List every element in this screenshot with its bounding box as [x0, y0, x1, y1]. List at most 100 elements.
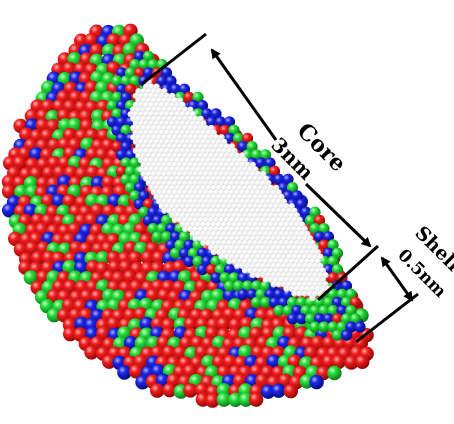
cut-atom-green: [160, 231, 173, 243]
core-atom-white: [145, 106, 152, 113]
core-atom-white: [145, 115, 152, 122]
core-atom-white: [299, 258, 306, 265]
core-atom-white: [176, 134, 184, 141]
core-atom-white: [205, 230, 212, 237]
core-atom-white: [150, 170, 158, 178]
core-atom-white: [286, 235, 293, 242]
core-atom-white: [150, 134, 158, 141]
core-atom-white: [187, 106, 194, 113]
shell-atom-green: [228, 392, 243, 407]
core-atom-white: [296, 290, 303, 297]
core-atom-white: [171, 216, 178, 224]
cut-atom-blue: [201, 108, 213, 120]
core-atom-white: [291, 253, 298, 260]
core-atom-white: [161, 152, 168, 159]
core-atom-white: [158, 147, 165, 155]
core-atom-white: [213, 244, 220, 251]
core-atom-white: [213, 152, 220, 159]
core-atom-white: [270, 226, 277, 233]
core-atom-white: [197, 180, 204, 187]
core-atom-white: [236, 230, 243, 237]
cut-atom-red: [205, 264, 218, 276]
core-atom-white: [226, 157, 233, 164]
core-atom-white: [213, 226, 220, 233]
core-atom-white: [166, 106, 173, 113]
cut-atom-green: [336, 321, 348, 333]
core-atom-white: [262, 249, 269, 256]
core-atom-white: [200, 147, 207, 155]
core-atom-white: [182, 143, 189, 150]
core-atom-white: [174, 212, 181, 219]
core-atom-white: [249, 262, 256, 270]
core-atom-white: [317, 281, 324, 288]
core-atom-white: [161, 143, 168, 150]
core-atom-white: [137, 111, 145, 118]
shell-atom-blue: [117, 365, 132, 380]
cut-atom-blue: [183, 239, 195, 251]
core-atom-white: [166, 143, 173, 150]
core-atom-white: [312, 253, 319, 260]
core-atom-white: [200, 239, 207, 247]
core-atom-white: [254, 207, 262, 214]
core-atom-white: [215, 175, 223, 182]
core-atom-white: [166, 115, 173, 122]
core-atom-white: [226, 175, 233, 182]
core-atom-white: [309, 239, 316, 247]
core-atom-white: [130, 106, 137, 113]
core-atom-white: [137, 147, 145, 155]
cut-atom-blue: [115, 132, 128, 144]
core-atom-white: [187, 216, 194, 224]
core-atom-white: [286, 216, 293, 224]
core-atom-white: [156, 124, 163, 132]
core-atom-white: [293, 239, 301, 247]
core-atom-white: [210, 157, 217, 164]
core-atom-white: [286, 281, 293, 288]
core-atom-white: [156, 189, 163, 196]
core-atom-white: [210, 212, 217, 219]
core-atom-white: [202, 189, 210, 196]
core-atom-white: [260, 262, 267, 270]
core-atom-white: [241, 203, 249, 210]
core-atom-white: [262, 258, 269, 265]
core-atom-white: [210, 203, 217, 210]
core-atom-white: [161, 207, 168, 214]
core-atom-white: [223, 235, 230, 242]
core-atom-white: [197, 189, 204, 196]
core-atom-white: [169, 147, 176, 155]
cut-atom-blue: [133, 182, 146, 194]
core-atom-white: [244, 235, 251, 242]
core-atom-white: [241, 221, 249, 228]
cut-atom-red: [183, 91, 195, 103]
core-atom-white: [257, 175, 264, 182]
core-atom-white: [239, 152, 246, 159]
core-atom-white: [270, 244, 277, 251]
core-atom-white: [192, 226, 199, 233]
core-atom-white: [174, 166, 181, 173]
core-atom-white: [309, 267, 316, 274]
core-atom-white: [296, 262, 303, 270]
core-atom-white: [161, 170, 168, 178]
cut-atom-blue: [205, 116, 218, 128]
core-atom-white: [322, 281, 329, 288]
core-atom-white: [192, 198, 199, 205]
core-atom-white: [153, 83, 160, 90]
cut-atom-blue: [178, 83, 191, 95]
cut-atom-blue: [210, 272, 222, 284]
core-atom-white: [192, 207, 199, 214]
shell-atom-green: [238, 392, 254, 407]
core-atom-white: [296, 281, 303, 288]
core-atom-white: [205, 138, 212, 145]
core-atom-white: [163, 101, 171, 109]
core-atom-white: [312, 290, 319, 297]
core-atom-white: [137, 120, 145, 127]
core-atom-white: [218, 170, 225, 178]
shell-atom-green: [91, 109, 106, 124]
core-atom-white: [265, 189, 272, 196]
core-atom-white: [158, 203, 165, 210]
core-atom-white: [169, 111, 176, 118]
core-atom-white: [267, 276, 275, 283]
core-atom-white: [127, 111, 134, 118]
cut-atom-green: [327, 305, 339, 317]
shell-atom-blue: [261, 384, 276, 399]
core-atom-white: [150, 106, 158, 113]
